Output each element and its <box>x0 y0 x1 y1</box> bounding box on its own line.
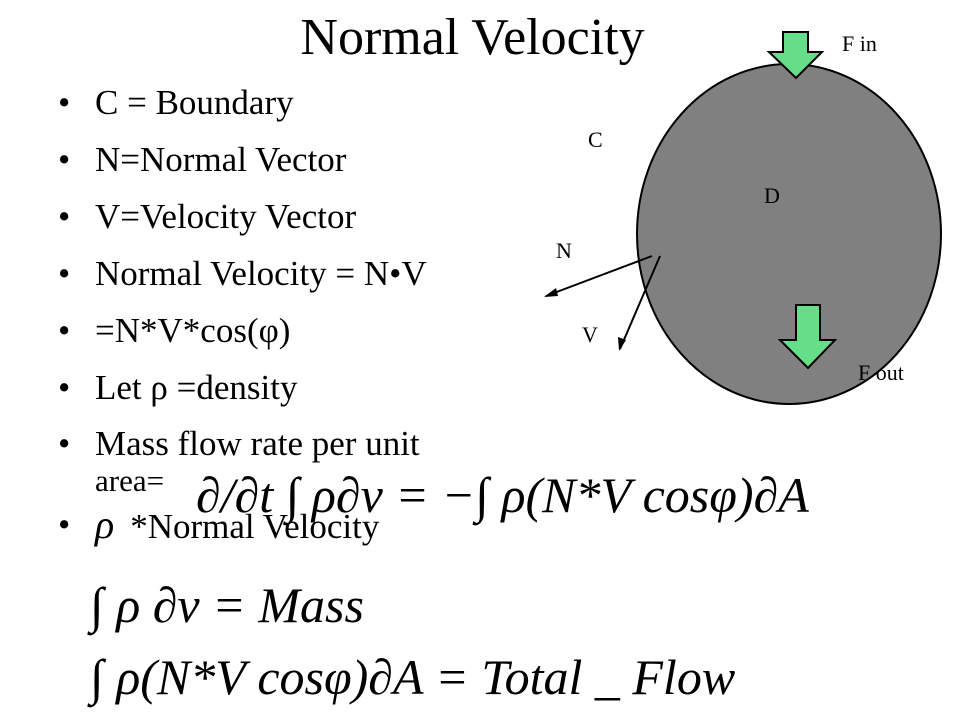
bullet-cos: •=N*V*cos(φ) <box>58 311 291 350</box>
bullet-dot: • <box>58 368 71 407</box>
label-c: C <box>588 127 603 152</box>
flow-in-arrow <box>766 31 825 80</box>
bullet-list: •C = Boundary •N=Normal Vector •V=Veloci… <box>58 84 427 563</box>
label-f-in: F in <box>842 31 877 56</box>
domain-circle <box>636 63 942 405</box>
bullet-dot: • <box>58 83 71 122</box>
label-d: D <box>764 183 780 208</box>
bullet-dot: • <box>58 424 71 463</box>
normal-vector-line <box>545 255 653 297</box>
area-label: area= <box>95 463 165 498</box>
velocity-vector-arrowhead <box>618 337 626 351</box>
label-f-out: F out <box>858 360 904 385</box>
bullet-density: •Let ρ =density <box>58 368 298 407</box>
mass-equation: ∫ ρ ∂v = Mass <box>90 577 364 633</box>
label-n: N <box>556 238 572 263</box>
mass-flow-equation: ∂/∂t ∫ ρ∂v = −∫ ρ(N*V cosφ)∂A <box>196 467 809 523</box>
bullet-velocity-vector: •V=Velocity Vector <box>58 197 357 236</box>
label-v: V <box>582 322 598 347</box>
bullet-normal-velocity: •Normal Velocity = N•V <box>58 254 427 293</box>
bullet-normal-vector: •N=Normal Vector <box>58 140 347 179</box>
normal-vector-arrowhead <box>544 288 558 297</box>
bullet-dot: • <box>58 197 71 236</box>
bullet-dot: • <box>58 140 71 179</box>
bullet-dot: • <box>58 311 71 350</box>
velocity-vector-line <box>619 255 661 350</box>
total-flow-equation: ∫ ρ(N*V cosφ)∂A = Total _ Flow <box>90 649 736 705</box>
bullet-boundary: •C = Boundary <box>58 83 294 122</box>
bullet-rho-normal-velocity: •ρ*Normal Velocity <box>58 502 380 547</box>
flow-out-arrow <box>777 304 838 370</box>
slide-title: Normal Velocity <box>300 9 645 66</box>
bullet-dot: • <box>58 505 71 544</box>
bullet-dot: • <box>58 254 71 293</box>
rho-symbol: ρ <box>95 502 115 547</box>
